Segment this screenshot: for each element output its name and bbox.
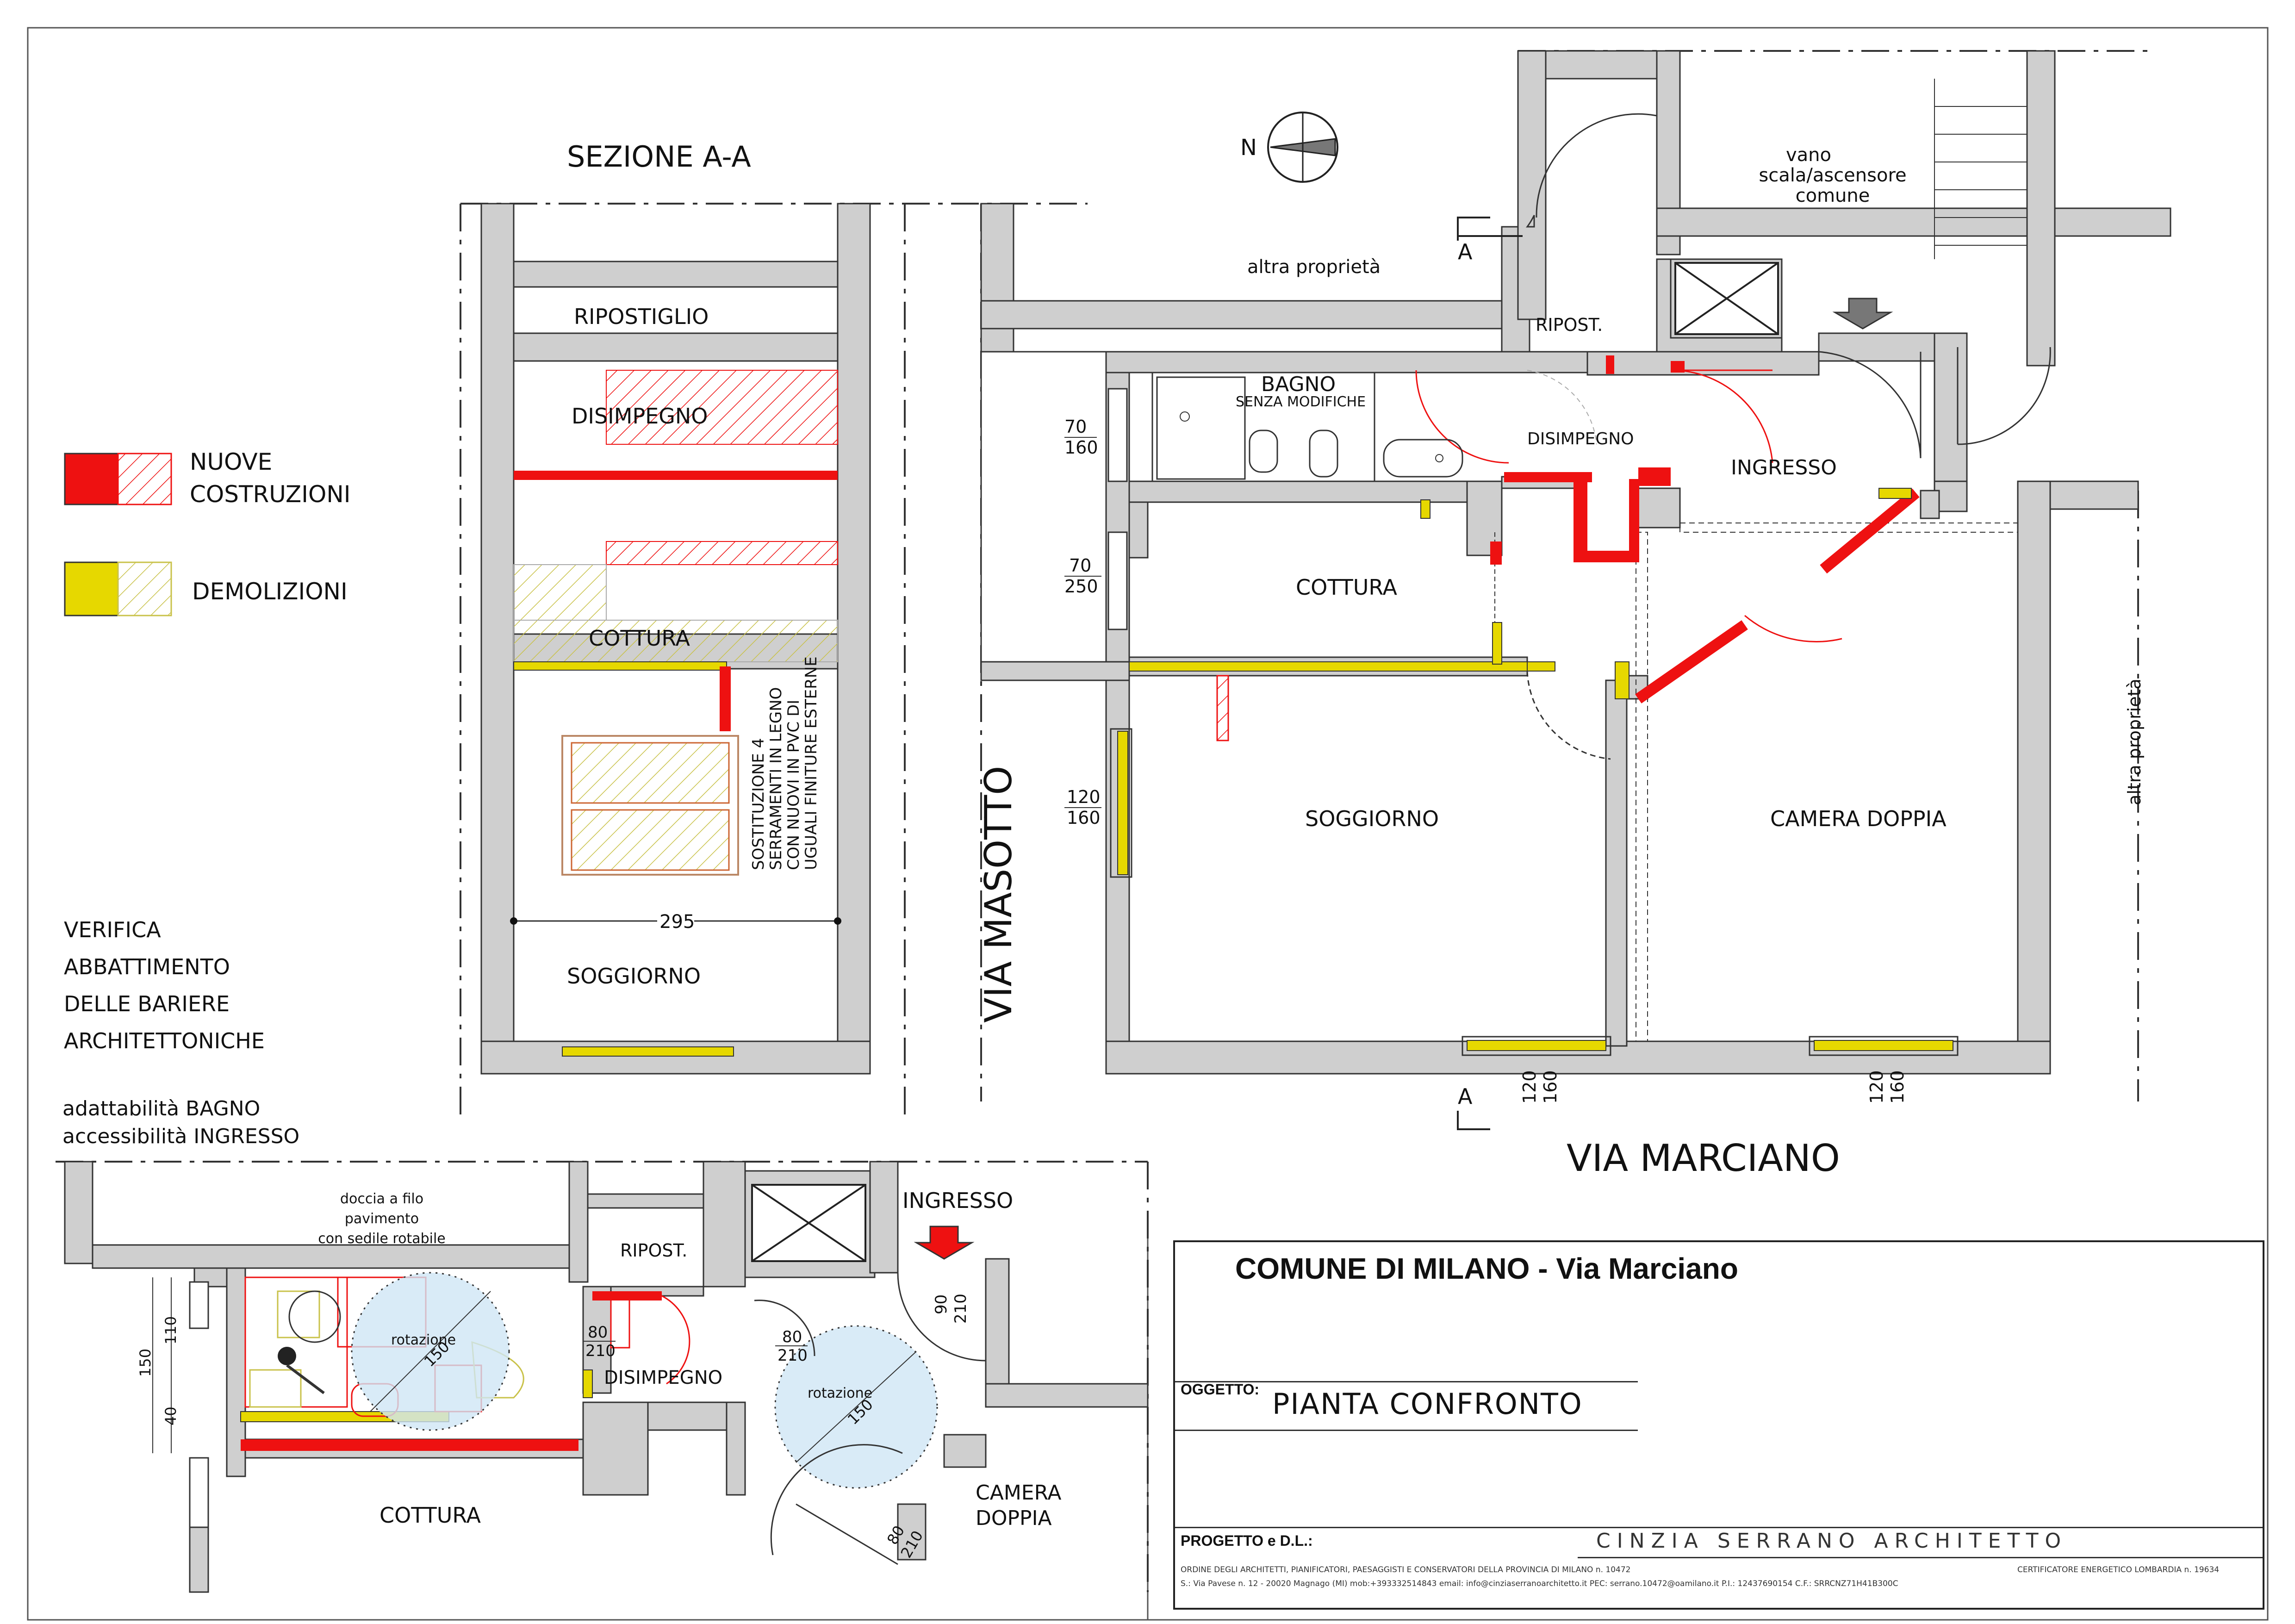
detail-d110: 110 <box>162 1316 180 1344</box>
main-plan: N <box>977 50 2171 1180</box>
verifica-line3: DELLE BARIERE <box>64 991 230 1016</box>
adapt-line2: accessibilità INGRESSO <box>62 1125 299 1148</box>
oggetto-label: OGGETTO: <box>1181 1381 1260 1398</box>
plan-cottura: COTTURA <box>1296 575 1397 600</box>
detail-d40: 40 <box>162 1406 180 1425</box>
win1-w: 70 <box>1064 417 1087 437</box>
detail-d210: 210 <box>952 1294 970 1324</box>
section-room-cottura: COTTURA <box>589 626 690 651</box>
detail-disimpegno: DISIMPEGNO <box>604 1367 722 1388</box>
section-note-line3: CON NUOVI IN PVC DI <box>784 700 803 870</box>
legend-new-line2: COSTRUZIONI <box>190 481 351 508</box>
detail-rotazione-1: rotazione <box>391 1332 456 1348</box>
section-note-line2: SERRAMENTI IN LEGNO <box>767 687 785 870</box>
plan-disimpegno: DISIMPEGNO <box>1527 429 1634 448</box>
section-note-line1: SOSTITUZIONE 4 <box>749 738 768 870</box>
win1-h: 160 <box>1064 437 1098 458</box>
win5-h: 160 <box>1887 1070 1908 1104</box>
win4-w: 120 <box>1519 1070 1540 1104</box>
detail-door1-w: 80 <box>588 1323 608 1342</box>
north-arrow: N <box>1240 112 1338 183</box>
section-room-soggiorno: SOGGIORNO <box>567 964 701 989</box>
plan-camera-doppia: CAMERA DOPPIA <box>1770 806 1947 831</box>
altra-proprieta-right: altra proprietà <box>2124 678 2145 805</box>
detail-shower-line2: pavimento <box>345 1211 419 1227</box>
legend-new-solid <box>64 453 119 505</box>
street-via-masotto: VIA MASOTTO <box>977 766 1020 1023</box>
detail-ingresso: INGRESSO <box>902 1188 1013 1213</box>
detail-plan: doccia a filo pavimento con sedile rotab… <box>56 1161 1149 1593</box>
oggetto-value: PIANTA CONFRONTO <box>1272 1387 1583 1421</box>
legend-demo-solid <box>64 561 119 616</box>
detail-d90: 90 <box>932 1294 951 1314</box>
legend-demo-label: DEMOLIZIONI <box>192 578 348 605</box>
plan-bagno-sub: SENZA MODIFICHE <box>1236 394 1366 410</box>
plan-ripost: RIPOST. <box>1536 315 1603 335</box>
altra-proprieta-top: altra proprietà <box>1247 256 1381 278</box>
detail-door2-w: 80 <box>782 1328 802 1346</box>
title-block: COMUNE DI MILANO - Via Marciano OGGETTO:… <box>1173 1240 2264 1610</box>
firm-contact-line: S.: Via Pavese n. 12 - 20020 Magnago (MI… <box>1181 1579 1898 1588</box>
win4-h: 160 <box>1540 1070 1561 1104</box>
verifica-block: VERIFICA ABBATTIMENTO DELLE BARIERE ARCH… <box>62 917 299 1148</box>
plan-soggiorno: SOGGIORNO <box>1305 806 1439 831</box>
firm-name: CINZIA SERRANO ARCHITETTO <box>1596 1529 2068 1553</box>
legend-demo-hatch <box>117 561 172 616</box>
section-a-a: SEZIONE A-A RIPOSTIGLIO DISIMPEGNO COTTU… <box>460 140 1088 1115</box>
detail-ripost: RIPOST. <box>620 1240 687 1261</box>
verifica-line1: VERIFICA <box>64 917 161 942</box>
section-room-disimpegno: DISIMPEGNO <box>572 404 708 429</box>
title-block-title: COMUNE DI MILANO - Via Marciano <box>1235 1252 1738 1285</box>
street-via-marciano: VIA MARCIANO <box>1567 1137 1840 1180</box>
detail-shower-line1: doccia a filo <box>340 1191 423 1207</box>
firm-order-line: ORDINE DEGLI ARCHITETTI, PIANIFICATORI, … <box>1181 1565 1631 1574</box>
detail-camera-line2: DOPPIA <box>976 1506 1052 1530</box>
win5-w: 120 <box>1866 1070 1887 1104</box>
section-room-ripostiglio: RIPOSTIGLIO <box>574 304 709 329</box>
north-label: N <box>1240 135 1257 161</box>
detail-door1-h: 210 <box>585 1342 616 1360</box>
section-dimension: 295 <box>659 911 695 933</box>
legend-new-line1: NUOVE <box>190 448 272 475</box>
section-note-line4: UGUALI FINITURE ESTERNE <box>802 656 821 870</box>
cut-label-bottom: A <box>1458 1084 1473 1109</box>
section-window-note: SOSTITUZIONE 4 SERRAMENTI IN LEGNO CON N… <box>749 656 821 870</box>
detail-shower-line3: con sedile rotabile <box>318 1231 446 1247</box>
win3-h: 160 <box>1067 808 1101 828</box>
win2-w: 70 <box>1069 555 1091 576</box>
verifica-line4: ARCHITETTONICHE <box>64 1028 265 1053</box>
plan-ingresso: INGRESSO <box>1731 456 1837 479</box>
detail-rotazione-2: rotazione <box>808 1385 872 1401</box>
detail-cottura: COTTURA <box>379 1503 481 1528</box>
adapt-line1: adattabilità BAGNO <box>62 1097 260 1120</box>
legend-new-hatch <box>117 453 172 505</box>
firm-cert-line: CERTIFICATORE ENERGETICO LOMBARDIA n. 19… <box>2017 1565 2220 1574</box>
plan-bagno: BAGNO <box>1261 373 1336 396</box>
detail-camera-line1: CAMERA <box>976 1481 1061 1505</box>
section-title: SEZIONE A-A <box>567 140 751 174</box>
detail-d150-left: 150 <box>137 1349 154 1377</box>
cut-label-top: A <box>1458 239 1473 264</box>
detail-door2-h: 210 <box>777 1346 808 1365</box>
win2-h: 250 <box>1064 576 1098 597</box>
vano-line1: vano <box>1786 144 1831 166</box>
progetto-label: PROGETTO e D.L.: <box>1181 1532 1313 1549</box>
win3-w: 120 <box>1067 787 1101 807</box>
vano-line3: comune <box>1796 185 1870 206</box>
verifica-line2: ABBATTIMENTO <box>64 954 230 979</box>
legend: NUOVE COSTRUZIONI DEMOLIZIONI <box>64 448 351 616</box>
vano-line2: scala/ascensore <box>1759 165 1906 186</box>
